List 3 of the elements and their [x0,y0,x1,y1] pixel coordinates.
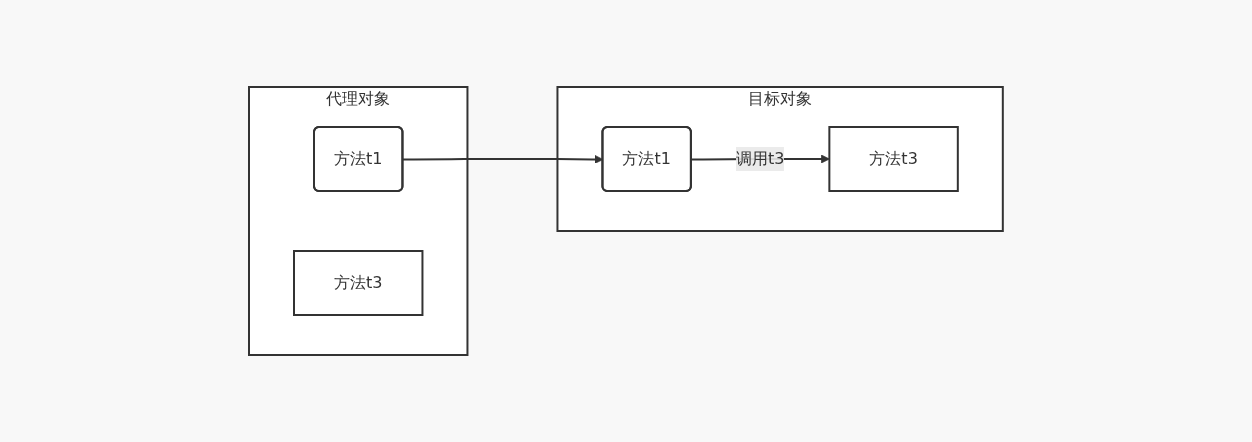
edge-label: 调用t3 [736,149,785,168]
node-box: 方法t3 [293,250,424,316]
node-box: 方法t3 [828,126,959,192]
